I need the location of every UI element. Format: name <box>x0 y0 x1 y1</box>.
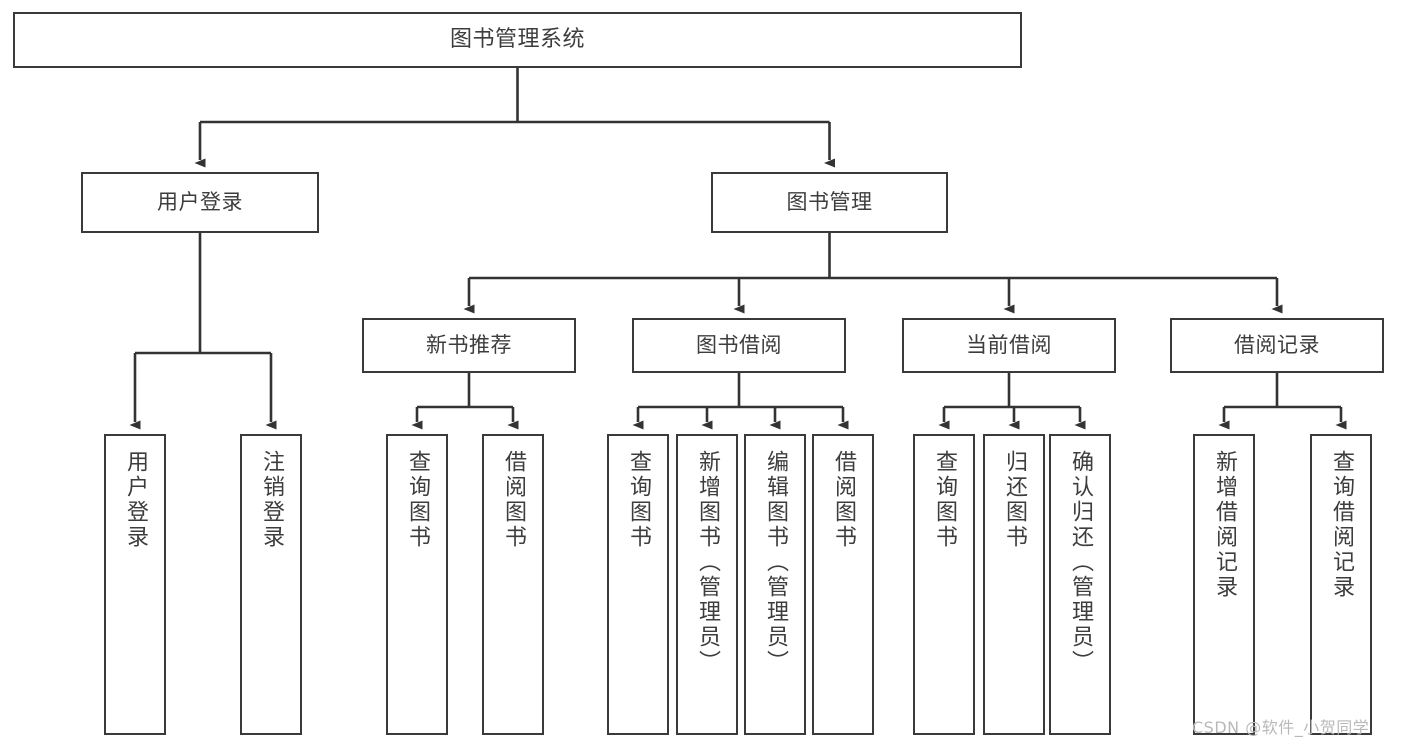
node-leaf-add-record[interactable]: 新增借阅记录 <box>1193 434 1255 735</box>
node-leaf-query-record-label: 查询借阅记录 <box>1329 450 1354 600</box>
node-leaf-borrow-book-1[interactable]: 借阅图书 <box>482 434 544 735</box>
node-current-borrow[interactable]: 当前借阅 <box>902 318 1116 373</box>
node-leaf-query-book-3-label: 查询图书 <box>932 450 957 550</box>
node-leaf-user-login-label: 用户登录 <box>123 450 148 550</box>
node-leaf-borrow-book-2[interactable]: 借阅图书 <box>812 434 874 735</box>
node-leaf-edit-book-label: 编辑图书（管理员） <box>763 450 788 675</box>
node-borrow-record-label: 借阅记录 <box>1234 333 1320 358</box>
node-new-book-rec[interactable]: 新书推荐 <box>362 318 576 373</box>
node-leaf-add-record-label: 新增借阅记录 <box>1212 450 1237 600</box>
node-leaf-user-logout-label: 注销登录 <box>259 450 284 550</box>
node-leaf-return-book[interactable]: 归还图书 <box>983 434 1045 735</box>
node-leaf-query-book-2[interactable]: 查询图书 <box>607 434 669 735</box>
node-leaf-user-logout[interactable]: 注销登录 <box>240 434 302 735</box>
node-user-login[interactable]: 用户登录 <box>81 172 319 233</box>
node-borrow-record[interactable]: 借阅记录 <box>1170 318 1384 373</box>
node-book-manage[interactable]: 图书管理 <box>711 172 948 233</box>
node-book-borrow[interactable]: 图书借阅 <box>632 318 846 373</box>
node-leaf-query-book-3[interactable]: 查询图书 <box>913 434 975 735</box>
node-leaf-user-login[interactable]: 用户登录 <box>104 434 166 735</box>
node-leaf-return-book-label: 归还图书 <box>1002 450 1027 550</box>
node-book-manage-label: 图书管理 <box>786 190 873 215</box>
node-new-book-rec-label: 新书推荐 <box>426 333 512 358</box>
node-root-system[interactable]: 图书管理系统 <box>13 12 1022 68</box>
node-leaf-query-book-1-label: 查询图书 <box>405 450 430 550</box>
node-root-system-label: 图书管理系统 <box>449 27 585 53</box>
node-leaf-borrow-book-1-label: 借阅图书 <box>501 450 526 550</box>
node-leaf-query-book-2-label: 查询图书 <box>626 450 651 550</box>
node-leaf-query-record[interactable]: 查询借阅记录 <box>1310 434 1372 735</box>
node-book-borrow-label: 图书借阅 <box>696 333 782 358</box>
node-user-login-label: 用户登录 <box>157 190 243 215</box>
node-leaf-confirm-return[interactable]: 确认归还（管理员） <box>1049 434 1111 735</box>
node-leaf-add-book-label: 新增图书（管理员） <box>695 450 720 675</box>
node-leaf-confirm-return-label: 确认归还（管理员） <box>1068 450 1093 675</box>
node-leaf-add-book[interactable]: 新增图书（管理员） <box>676 434 738 735</box>
node-leaf-query-book-1[interactable]: 查询图书 <box>386 434 448 735</box>
watermark-text: CSDN @软件_小贺同学 <box>1192 718 1370 737</box>
node-leaf-edit-book[interactable]: 编辑图书（管理员） <box>744 434 806 735</box>
node-leaf-borrow-book-2-label: 借阅图书 <box>831 450 856 550</box>
node-current-borrow-label: 当前借阅 <box>966 333 1052 358</box>
